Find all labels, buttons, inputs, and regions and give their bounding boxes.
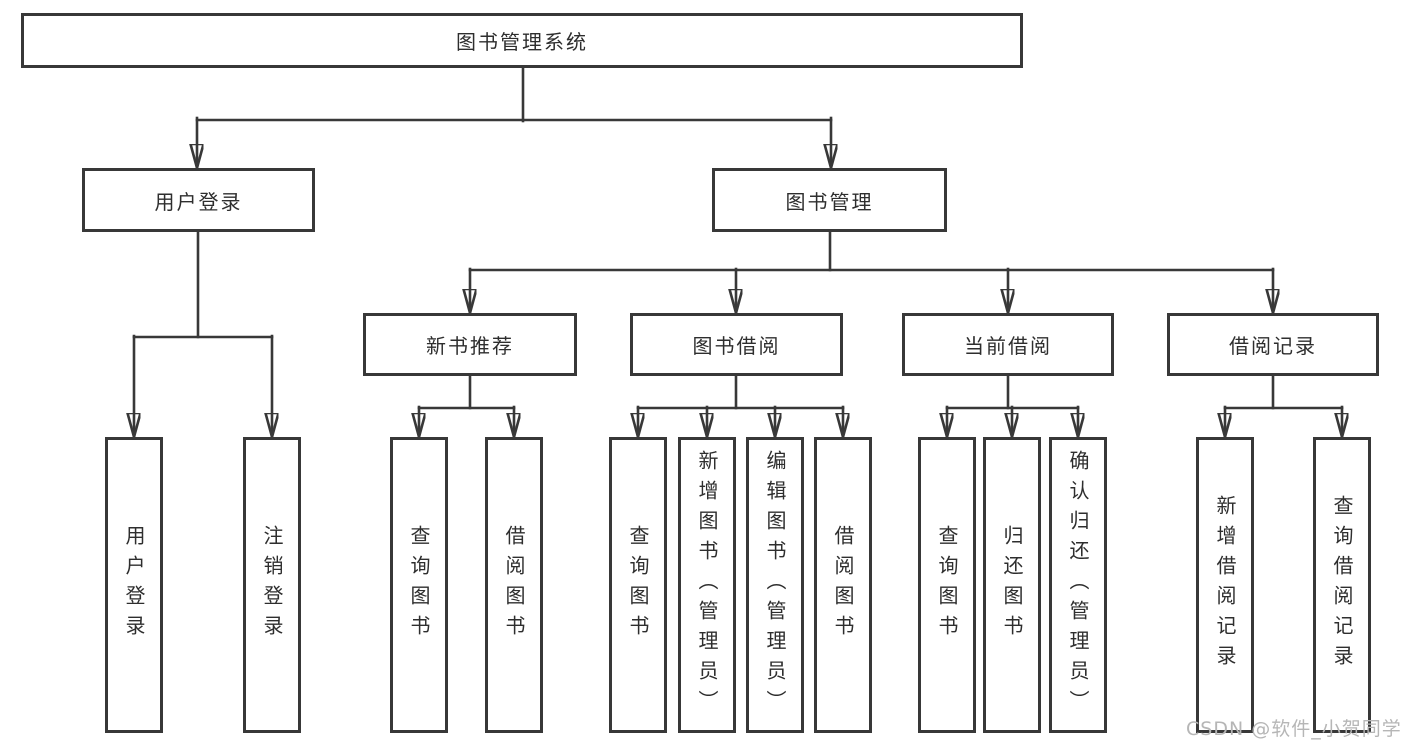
leaf-add-book-admin-label: 新增图书（管理员） [695,450,719,720]
leaf-newbook-borrow-book: 借阅图书 [485,437,543,733]
node-root: 图书管理系统 [21,13,1023,68]
leaf-user-login: 用户登录 [105,437,163,733]
leaf-confirm-return-admin-label: 确认归还（管理员） [1066,450,1090,720]
user-login-connector [134,230,272,437]
node-current-borrow: 当前借阅 [902,313,1114,376]
node-new-book-recommend: 新书推荐 [363,313,577,376]
leaf-user-login-label: 用户登录 [122,525,146,645]
leaf-logout-label: 注销登录 [260,525,284,645]
leaf-add-book-admin: 新增图书（管理员） [678,437,736,733]
leaf-edit-book-admin-label: 编辑图书（管理员） [763,450,787,720]
book-management-to-level3-connector [470,230,1273,313]
leaf-logout: 注销登录 [243,437,301,733]
new-book-recommend-connector [419,374,514,437]
leaf-return-book-label: 归还图书 [1000,525,1024,645]
leaf-newbook-query-book-label: 查询图书 [407,525,431,645]
node-book-management: 图书管理 [712,168,947,232]
leaf-query-borrow-record: 查询借阅记录 [1313,437,1371,733]
book-borrow-connector [638,374,843,437]
leaf-query-borrow-record-label: 查询借阅记录 [1330,495,1354,675]
leaf-borrow-book-label: 借阅图书 [831,525,855,645]
leaf-add-borrow-record: 新增借阅记录 [1196,437,1254,733]
leaf-current-query-book: 查询图书 [918,437,976,733]
leaf-add-borrow-record-label: 新增借阅记录 [1213,495,1237,675]
leaf-current-query-book-label: 查询图书 [935,525,959,645]
root-to-level2-connector [197,66,831,168]
node-user-login: 用户登录 [82,168,315,232]
leaf-edit-book-admin: 编辑图书（管理员） [746,437,804,733]
leaf-newbook-borrow-book-label: 借阅图书 [502,525,526,645]
node-book-borrow: 图书借阅 [630,313,843,376]
csdn-watermark: CSDN @软件_小贺同学 [1186,718,1402,740]
leaf-borrow-query-book-label: 查询图书 [626,525,650,645]
borrow-record-connector [1225,374,1342,437]
node-borrow-record: 借阅记录 [1167,313,1379,376]
leaf-return-book: 归还图书 [983,437,1041,733]
leaf-newbook-query-book: 查询图书 [390,437,448,733]
leaf-borrow-query-book: 查询图书 [609,437,667,733]
leaf-borrow-book: 借阅图书 [814,437,872,733]
current-borrow-connector [947,374,1078,437]
leaf-confirm-return-admin: 确认归还（管理员） [1049,437,1107,733]
